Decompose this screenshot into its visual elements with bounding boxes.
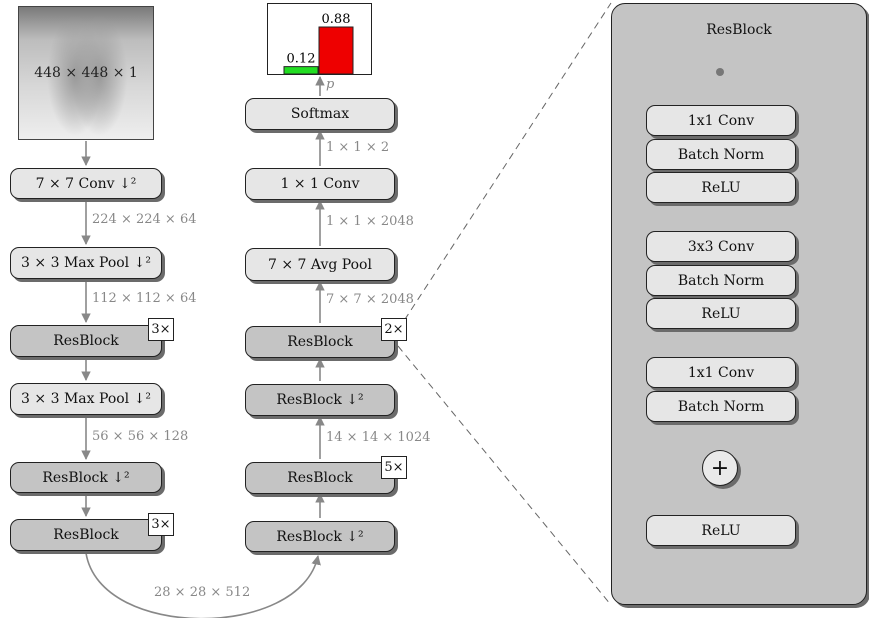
zoom-line-bottom	[397, 345, 612, 606]
conv7x7-label: 7 × 7 Conv ↓²	[35, 175, 137, 192]
dim-28: 28 × 28 × 512	[154, 585, 251, 600]
resblock-right-2x: ResBlock	[245, 326, 395, 358]
dim-112: 112 × 112 × 64	[92, 291, 197, 306]
panel-conv1x1-a-label: 1x1 Conv	[687, 112, 755, 129]
resblock-right-5x: ResBlock	[245, 462, 395, 494]
add-symbol: +	[710, 455, 730, 481]
resblock-down-right-2-label: ResBlock ↓²	[276, 392, 364, 408]
panel-conv1x1-a: 1x1 Conv	[646, 105, 796, 136]
probability-bar-chart: 0.12 0.88	[267, 3, 372, 75]
resblock-down-left: ResBlock ↓²	[10, 462, 162, 493]
panel-conv3x3: 3x3 Conv	[646, 231, 796, 262]
softmax-block: Softmax	[245, 98, 395, 130]
repeat-badge-2x: 2×	[381, 318, 407, 341]
maxpool-2-label: 3 × 3 Max Pool ↓²	[21, 391, 151, 407]
prob-bar-1	[318, 26, 354, 75]
dim-1x1x2048: 1 × 1 × 2048	[326, 214, 414, 229]
repeat-badge-3x-b: 3×	[148, 513, 174, 536]
panel-conv1x1-b: 1x1 Conv	[646, 357, 796, 388]
dim-56: 56 × 56 × 128	[92, 429, 189, 444]
dim-1x1x2: 1 × 1 × 2	[326, 140, 390, 155]
panel-title: ResBlock	[706, 22, 772, 38]
panel-batchnorm-c: Batch Norm	[646, 391, 796, 422]
resblock-right-2x-label: ResBlock	[287, 334, 353, 350]
conv7x7-block: 7 × 7 Conv ↓²	[10, 168, 162, 199]
input-dim-label: 448 × 448 × 1	[34, 65, 138, 81]
repeat-badge-5x: 5×	[381, 456, 407, 479]
resblock-left-1-label: ResBlock	[53, 333, 119, 349]
resblock-left-2-label: ResBlock	[53, 527, 119, 543]
resblock-down-right-1: ResBlock ↓²	[245, 521, 395, 552]
resblock-down-right-2: ResBlock ↓²	[245, 384, 395, 416]
softmax-label: Softmax	[290, 106, 350, 122]
junction-dot	[716, 68, 724, 76]
output-variable-p: p	[326, 77, 335, 92]
panel-batchnorm-a: Batch Norm	[646, 139, 796, 170]
add-node: +	[702, 450, 738, 486]
avgpool-block: 7 × 7 Avg Pool	[245, 248, 395, 281]
panel-batchnorm-b-label: Batch Norm	[677, 272, 765, 289]
panel-conv1x1-b-label: 1x1 Conv	[687, 364, 755, 381]
conv1x1-label: 1 × 1 Conv	[280, 176, 360, 192]
maxpool-block-2: 3 × 3 Max Pool ↓²	[10, 383, 162, 415]
prob-value-label-1: 0.88	[322, 12, 351, 27]
resblock-left-2: ResBlock	[10, 519, 162, 551]
panel-relu-final-label: ReLU	[701, 522, 741, 539]
panel-relu-final: ReLU	[646, 515, 796, 546]
resblock-left-1: ResBlock	[10, 325, 162, 357]
dim-7: 7 × 7 × 2048	[326, 292, 414, 307]
conv1x1-block: 1 × 1 Conv	[245, 168, 395, 200]
resblock-down-left-label: ResBlock ↓²	[42, 469, 130, 486]
panel-relu-a-label: ReLU	[701, 179, 741, 196]
maxpool-1-label: 3 × 3 Max Pool ↓²	[21, 255, 151, 271]
maxpool-block-1: 3 × 3 Max Pool ↓²	[10, 247, 162, 279]
resblock-down-right-1-label: ResBlock ↓²	[276, 528, 364, 545]
panel-relu-a: ReLU	[646, 172, 796, 203]
avgpool-label: 7 × 7 Avg Pool	[268, 256, 372, 273]
panel-batchnorm-b: Batch Norm	[646, 265, 796, 296]
dim-14: 14 × 14 × 1024	[326, 430, 431, 445]
panel-relu-b-label: ReLU	[701, 305, 741, 322]
xray-input-image: 448 × 448 × 1	[18, 6, 154, 140]
panel-batchnorm-a-label: Batch Norm	[677, 146, 765, 163]
panel-batchnorm-c-label: Batch Norm	[677, 398, 765, 415]
panel-conv3x3-label: 3x3 Conv	[687, 238, 755, 255]
dim-224: 224 × 224 × 64	[92, 212, 197, 227]
repeat-badge-3x-a: 3×	[148, 318, 174, 341]
prob-value-label-0: 0.12	[287, 52, 316, 67]
bridge-arrow	[85, 552, 321, 618]
zoom-line-top	[397, 2, 612, 331]
resblock-right-5x-label: ResBlock	[287, 470, 353, 486]
panel-relu-b: ReLU	[646, 298, 796, 329]
prob-bar-0	[283, 66, 319, 75]
